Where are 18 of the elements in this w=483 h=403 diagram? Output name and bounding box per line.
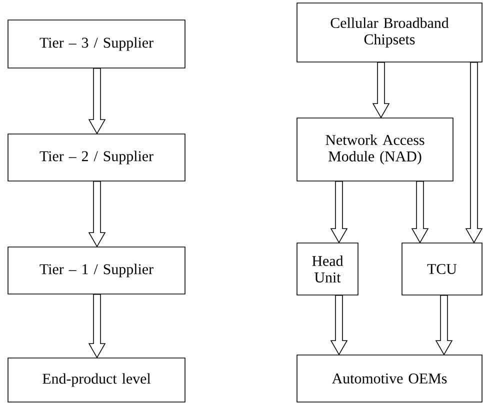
block-arrow <box>372 62 390 118</box>
block-arrow <box>88 68 106 134</box>
block-arrow <box>465 62 483 244</box>
process-box: Tier – 1 / Supplier <box>8 246 186 294</box>
process-box: TCU <box>402 242 482 296</box>
process-box: Network Access Module (NAD) <box>296 118 454 182</box>
block-arrow <box>88 181 106 248</box>
process-box: Tier – 3 / Supplier <box>8 20 186 68</box>
process-box: Cellular Broadband Chipsets <box>296 2 482 62</box>
block-arrow <box>88 294 106 358</box>
block-arrow <box>330 181 348 244</box>
process-box: Tier – 2 / Supplier <box>8 134 186 182</box>
process-box: Head Unit <box>296 242 358 296</box>
block-arrow <box>435 295 453 356</box>
block-arrow <box>411 181 429 244</box>
process-box: Automotive OEMs <box>296 354 482 402</box>
process-box: End-product level <box>8 358 186 402</box>
block-arrow <box>330 295 348 356</box>
